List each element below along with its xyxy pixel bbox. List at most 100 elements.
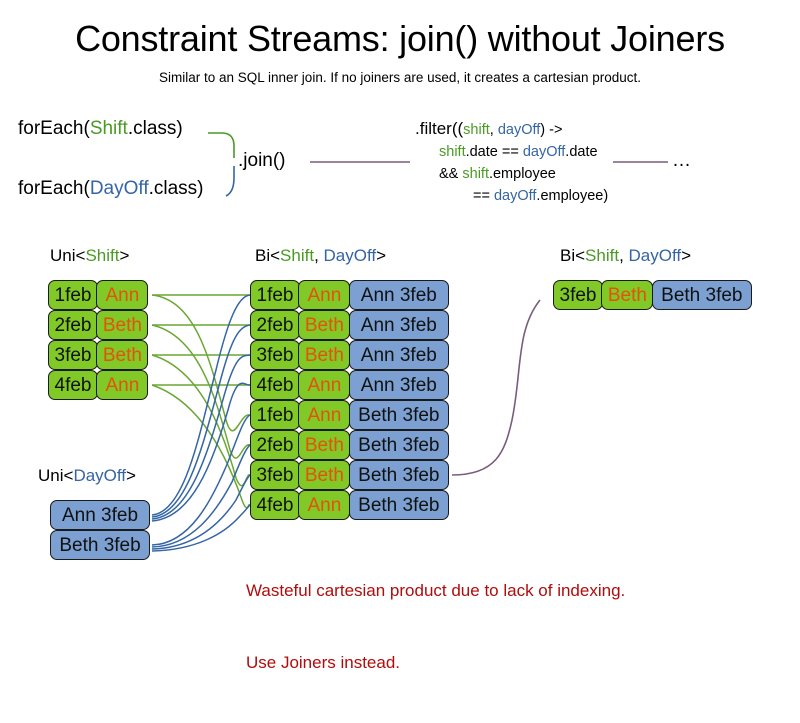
cell-shift-date: 3feb <box>48 340 98 370</box>
uni-shift-prefix: Uni< <box>50 246 86 265</box>
bi-mid-type1: Shift <box>280 246 315 265</box>
code-foreach-shift: forEach(Shift.class) <box>18 118 183 140</box>
cell-dayoff: Beth 3feb <box>651 280 752 310</box>
code-filter-l1-dayoff: dayOff <box>497 122 541 138</box>
uni-dayoff-suffix: > <box>126 466 136 485</box>
warning-note-line1: Wasteful cartesian product due to lack o… <box>246 581 626 600</box>
bi-right-prefix: Bi< <box>560 246 586 265</box>
code-filter-l2-mid: .date == <box>465 144 523 160</box>
stream-header-uni-dayoff: Uni<DayOff> <box>38 466 136 486</box>
bi-right-type2: DayOff <box>628 246 682 265</box>
cell-dayoff: Beth 3feb <box>348 430 449 460</box>
page-subtitle: Similar to an SQL inner join. If no join… <box>159 70 641 85</box>
code-filter-l2-shift: shift <box>439 144 466 160</box>
bi-mid-suffix: > <box>376 246 387 265</box>
stream-header-bi-middle: Bi<Shift, DayOff> <box>255 246 386 266</box>
code-filter-l3-shift: shift <box>462 166 489 182</box>
uni-dayoff-type: DayOff <box>73 466 127 485</box>
cell-shift-employee: Ann <box>298 400 351 430</box>
bi-mid-comma: , <box>314 246 324 265</box>
uni-shift-type: Shift <box>85 246 120 265</box>
code-filter-l1-a: .filter(( <box>415 119 464 138</box>
bi-mid-prefix: Bi< <box>255 246 281 265</box>
code-filter-line3: && shift.employee <box>415 163 608 185</box>
cell-shift-date: 1feb <box>48 280 98 310</box>
slide-canvas: Constraint Streams: join() without Joine… <box>18 18 752 672</box>
uni-shift-suffix: > <box>119 246 130 265</box>
code-filter-l4-dayoff: dayOff <box>493 188 537 204</box>
cell-shift-date: 2feb <box>48 310 98 340</box>
code-filter-l1-shift: shift <box>463 122 490 138</box>
cell-shift-employee: Beth <box>601 280 654 310</box>
uni-dayoff-prefix: Uni< <box>38 466 74 485</box>
cell-shift-date: 1feb <box>250 280 300 310</box>
code-filter-l4-end: .employee) <box>536 188 609 204</box>
cell-shift-employee: Ann <box>298 280 351 310</box>
code-join-label: .join() <box>238 150 286 171</box>
cell-shift-employee: Beth <box>298 310 351 340</box>
cell-shift-date: 2feb <box>250 310 300 340</box>
cell-shift-employee: Ann <box>298 490 351 520</box>
cell-shift-employee: Beth <box>298 340 351 370</box>
stream-header-bi-right: Bi<Shift, DayOff> <box>560 246 691 266</box>
bi-right-comma: , <box>619 246 629 265</box>
code-ellipsis: … <box>672 150 691 171</box>
bi-right-type1: Shift <box>585 246 620 265</box>
code-foreach-dayoff-type: DayOff <box>89 178 149 199</box>
code-foreach-dayoff-prefix: forEach( <box>18 178 90 199</box>
cell-dayoff: Ann 3feb <box>348 310 449 340</box>
code-filter-l2-dayoff: dayOff <box>522 144 566 160</box>
cell-shift-employee: Beth <box>96 340 149 370</box>
fact-row: Ann 3feb <box>50 500 150 530</box>
code-filter-l4-a: == <box>473 188 494 204</box>
stream-header-uni-shift: Uni<Shift> <box>50 246 129 266</box>
cell-dayoff: Beth 3feb <box>348 400 449 430</box>
page-title: Constraint Streams: join() without Joine… <box>75 18 725 59</box>
cell-shift-employee: Beth <box>298 460 351 490</box>
code-filter-block: .filter((shift, dayOff) ->shift.date == … <box>415 118 608 207</box>
code-filter-l1-b: ) -> <box>540 122 563 138</box>
cell-dayoff: Ann 3feb <box>348 340 449 370</box>
bi-mid-type2: DayOff <box>323 246 377 265</box>
cell-dayoff: Ann 3feb <box>348 370 449 400</box>
code-filter-line4: == dayOff.employee) <box>415 185 608 207</box>
cell-shift-employee: Beth <box>298 430 351 460</box>
cell-dayoff: Ann 3feb <box>50 500 150 530</box>
cell-shift-date: 2feb <box>250 430 300 460</box>
cell-dayoff: Beth 3feb <box>348 490 449 520</box>
code-filter-line2: shift.date == dayOff.date <box>415 141 608 163</box>
code-filter-l3-end: .employee <box>488 166 556 182</box>
code-filter-l3-a: && <box>439 166 463 182</box>
cell-shift-employee: Ann <box>96 370 149 400</box>
code-filter-l1-comma: , <box>489 122 498 138</box>
code-filter-l2-end: .date <box>565 144 598 160</box>
bi-right-suffix: > <box>681 246 692 265</box>
cell-shift-date: 4feb <box>250 490 300 520</box>
cell-shift-employee: Beth <box>96 310 149 340</box>
code-foreach-shift-type: Shift <box>89 118 128 139</box>
cell-shift-employee: Ann <box>96 280 149 310</box>
cell-shift-date: 1feb <box>250 400 300 430</box>
fact-row: Beth 3feb <box>50 530 150 560</box>
cell-dayoff: Beth 3feb <box>348 460 449 490</box>
cell-shift-date: 3feb <box>250 340 300 370</box>
warning-note: Wasteful cartesian product due to lack o… <box>246 531 625 723</box>
code-foreach-dayoff-suffix: .class) <box>148 178 204 199</box>
warning-note-line2: Use Joiners instead. <box>246 653 401 672</box>
cell-dayoff: Ann 3feb <box>348 280 449 310</box>
code-foreach-shift-prefix: forEach( <box>18 118 90 139</box>
cell-shift-date: 4feb <box>48 370 98 400</box>
code-filter-line1: .filter((shift, dayOff) -> <box>415 118 608 141</box>
